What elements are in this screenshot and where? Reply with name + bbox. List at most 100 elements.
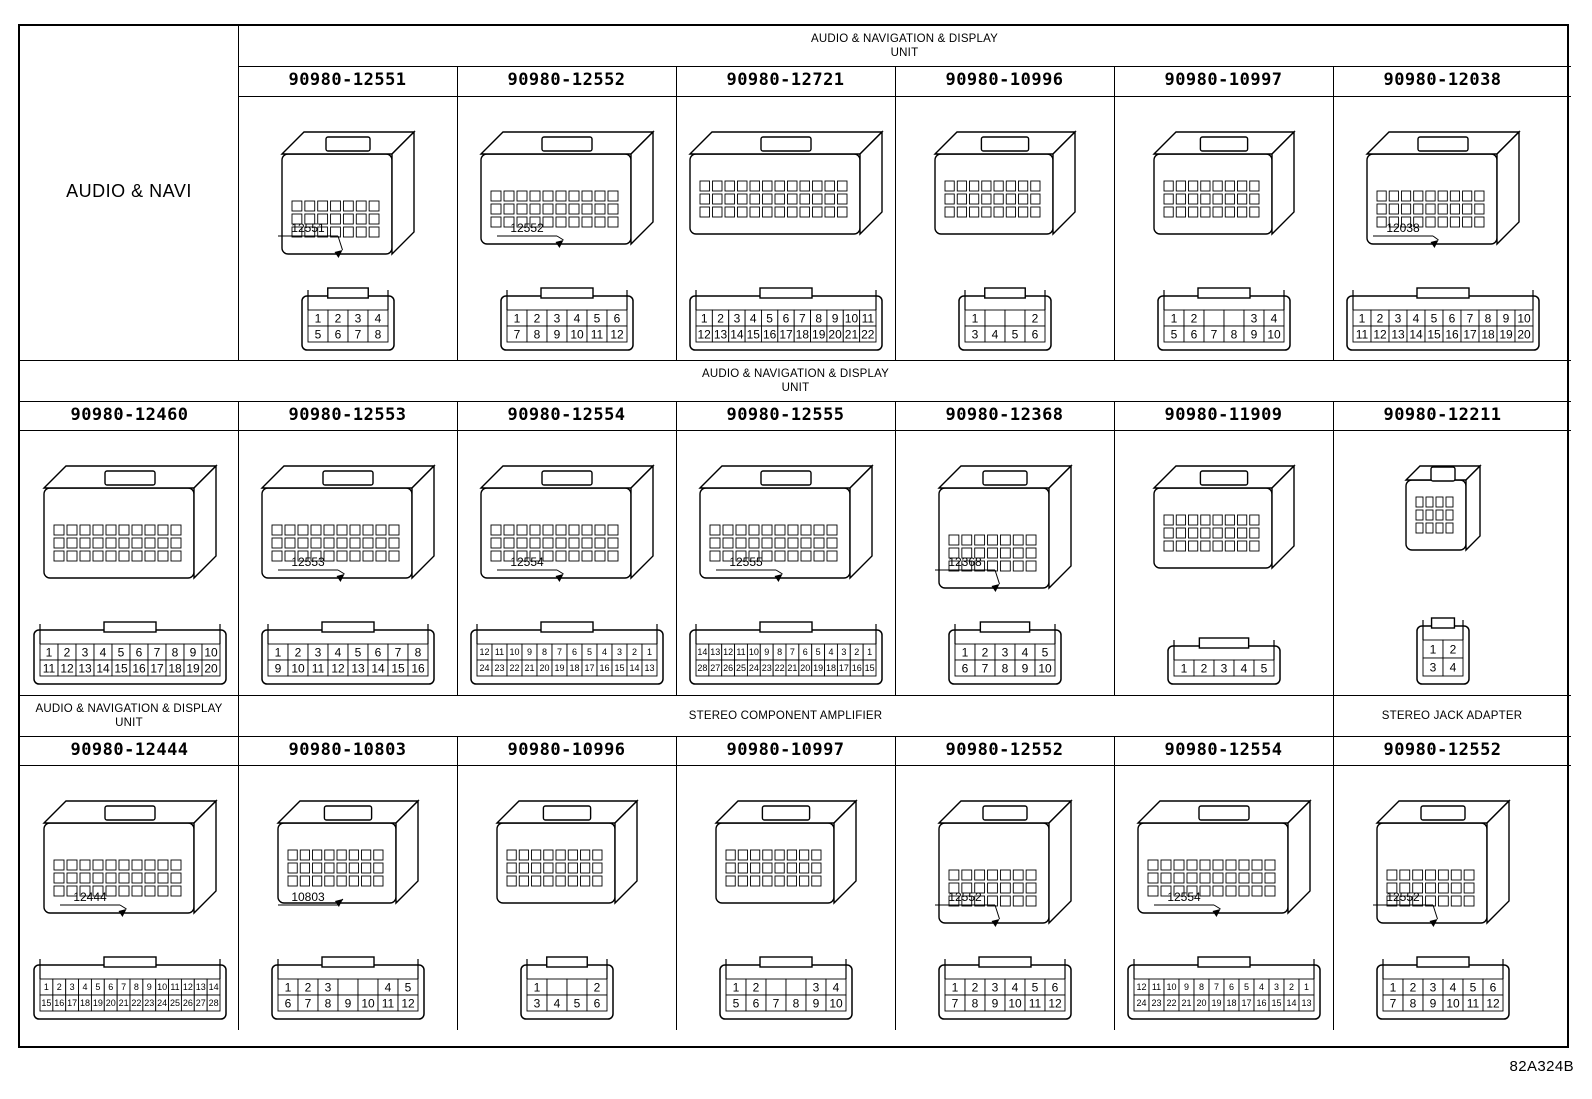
pin-number: 7: [799, 311, 806, 325]
column-divider: [895, 736, 896, 1030]
callout-leader: 12555: [716, 555, 783, 582]
pin-number: 11: [382, 996, 395, 1010]
pin-number: 4: [1413, 311, 1420, 325]
pin-number: 4: [82, 982, 87, 992]
pin-number: 14: [697, 647, 707, 657]
pin-number: 4: [602, 647, 607, 657]
pin-number: 19: [1499, 327, 1513, 341]
pin-number: 24: [479, 663, 489, 673]
pin-number: 13: [714, 327, 728, 341]
pin-number: 20: [1196, 998, 1206, 1008]
pin-number: 13: [351, 661, 365, 675]
part-number: 90980-12554: [507, 405, 626, 425]
column-divider: [895, 401, 896, 695]
pin-number: 13: [196, 982, 206, 992]
pin-number: 7: [952, 996, 959, 1010]
pin-number: 8: [375, 327, 382, 341]
pin-number: 18: [1226, 998, 1236, 1008]
part-number: 90980-12552: [1383, 740, 1502, 760]
part-number: 90980-12551: [288, 70, 407, 90]
callout-number: 12555: [729, 555, 763, 569]
connector-body-drawing: [479, 130, 655, 246]
pin-number: 2: [982, 645, 989, 659]
callout-leader: 12038: [1373, 221, 1439, 248]
pin-number: 11: [495, 647, 504, 657]
callout-leader: 12554: [1154, 890, 1221, 917]
pin-number: 2: [1450, 642, 1457, 656]
row-title: AUDIO & NAVI: [66, 181, 192, 201]
pin-number: 22: [1166, 998, 1176, 1008]
pin-number: 3: [813, 980, 820, 994]
pin-number: 5: [355, 645, 362, 659]
header-rule: [238, 66, 1571, 67]
pin-number: 7: [1214, 982, 1219, 992]
header-rule: [20, 736, 1571, 737]
pin-number: 7: [154, 645, 161, 659]
column-divider: [676, 401, 677, 695]
pin-number: 10: [291, 661, 305, 675]
pin-number: 2: [717, 311, 724, 325]
pin-number: 12: [401, 996, 415, 1010]
pin-number: 3: [1395, 311, 1402, 325]
pin-number: 1: [1181, 661, 1188, 675]
pin-number: 6: [108, 982, 113, 992]
pin-number: 1: [534, 980, 541, 994]
callout-leader: 12553: [278, 555, 345, 582]
pin-number: 4: [385, 980, 392, 994]
part-number: 90980-12038: [1383, 70, 1502, 90]
pin-number: 11: [43, 661, 56, 675]
pin-number: 8: [1231, 327, 1238, 341]
pin-number: 18: [569, 663, 579, 673]
pin-number: 10: [1038, 661, 1052, 675]
pin-number: 10: [361, 996, 375, 1010]
column-divider: [676, 736, 677, 1030]
pin-number: 14: [730, 327, 744, 341]
column-divider: [238, 401, 239, 695]
pin-number: 8: [1410, 996, 1417, 1010]
pin-number: 17: [67, 998, 77, 1008]
pin-number: 12: [1048, 996, 1062, 1010]
pin-number: 8: [325, 996, 332, 1010]
pin-number: 6: [572, 647, 577, 657]
pin-number: 14: [96, 661, 110, 675]
pin-number: 9: [1251, 327, 1258, 341]
pin-number: 12: [1486, 996, 1500, 1010]
pin-number: 8: [972, 996, 979, 1010]
pin-number: 3: [70, 982, 75, 992]
pin-number: 6: [285, 996, 292, 1010]
pin-number: 7: [1467, 311, 1474, 325]
pin-number: 27: [710, 663, 720, 673]
pin-number: 3: [554, 311, 561, 325]
pin-number: 25: [736, 663, 746, 673]
pin-number: 10: [829, 996, 843, 1010]
pin-number: 6: [1449, 311, 1456, 325]
pin-number: 22: [775, 663, 785, 673]
pin-number: 17: [839, 663, 849, 673]
pin-number: 2: [57, 982, 62, 992]
pin-number: 5: [1012, 327, 1019, 341]
pin-number: 3: [325, 980, 332, 994]
column-divider: [1114, 66, 1115, 360]
pin-number: 11: [862, 311, 875, 325]
pin-number: 2: [632, 647, 637, 657]
pin-number: 23: [144, 998, 154, 1008]
pin-number: 16: [411, 661, 425, 675]
pin-number: 5: [1431, 311, 1438, 325]
pin-number: 9: [832, 311, 839, 325]
callout-number: 12554: [1167, 890, 1201, 904]
pin-number: 5: [95, 982, 100, 992]
pin-number: 8: [1199, 982, 1204, 992]
part-number: 90980-12553: [288, 405, 407, 425]
pin-number: 1: [867, 647, 872, 657]
connector-body-drawing: [280, 130, 416, 256]
partno-rule: [238, 96, 1571, 97]
callout-leader: 12551: [278, 221, 343, 258]
